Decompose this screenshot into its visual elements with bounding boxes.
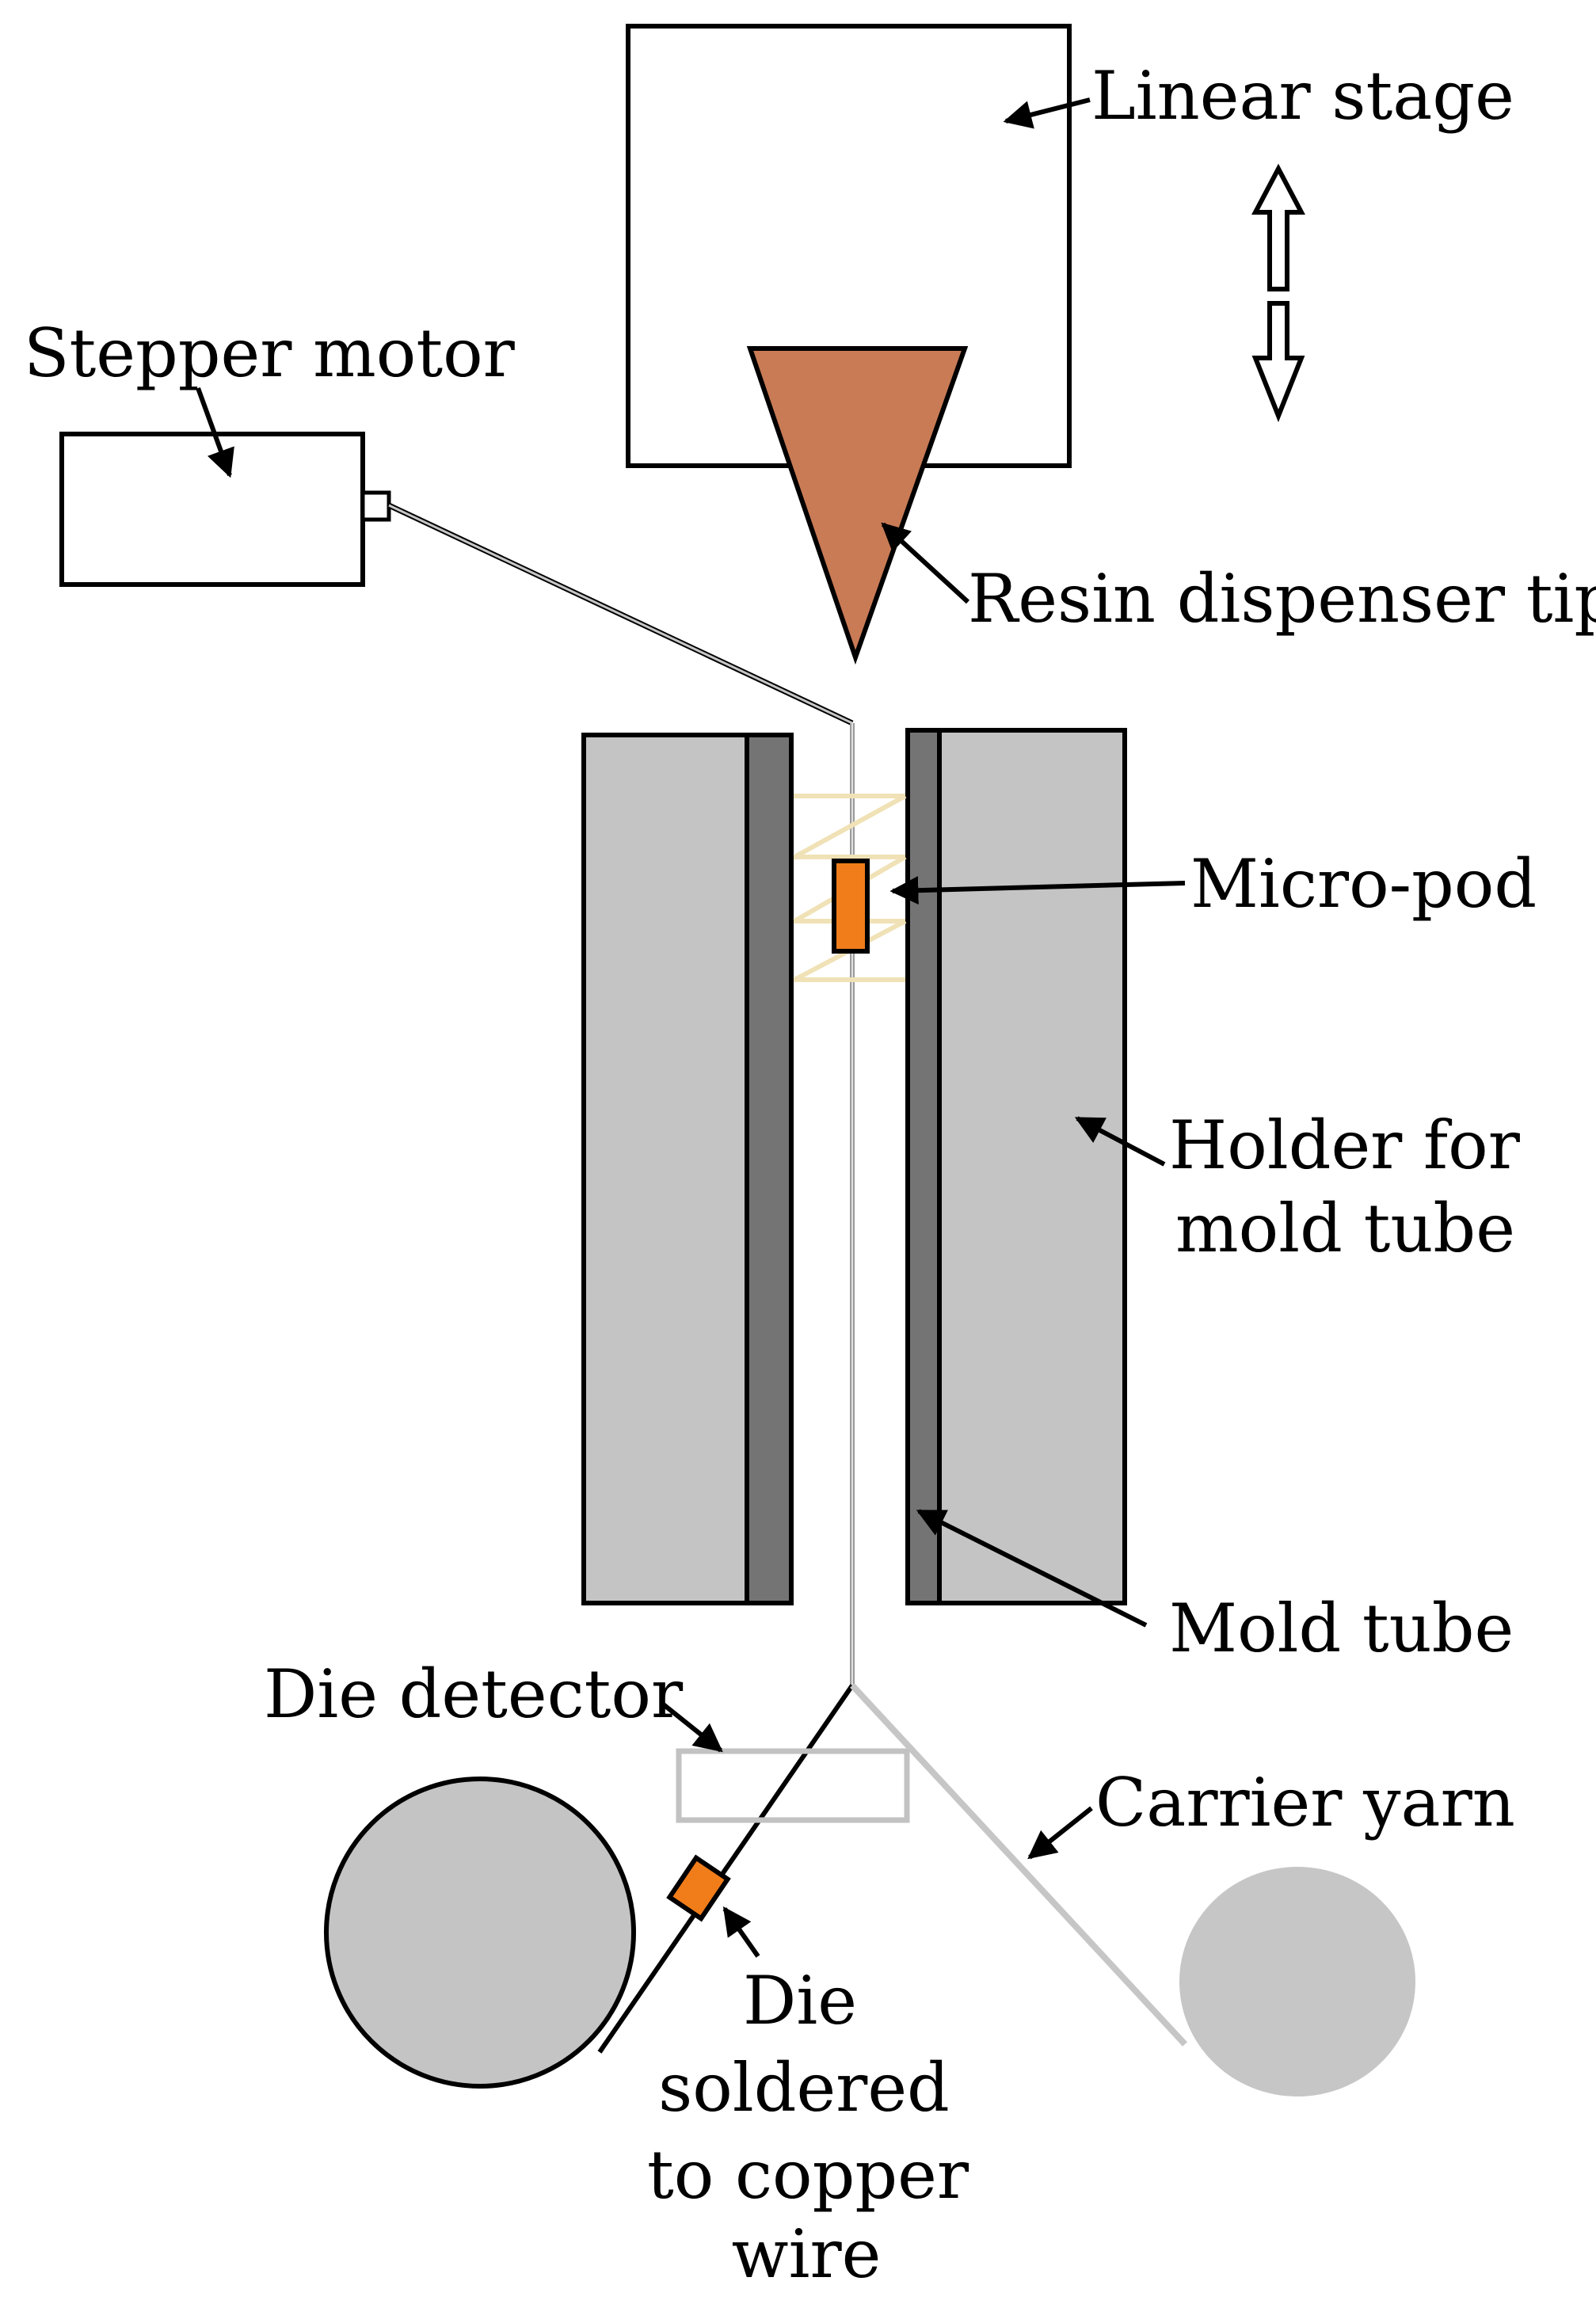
micro-pod-arrow xyxy=(889,876,1186,905)
holder-left xyxy=(581,733,749,1605)
holder-arrow xyxy=(1074,1116,1166,1167)
resin-dispenser-tip xyxy=(746,346,969,665)
label-holder-line1: Holder for xyxy=(1169,1106,1521,1184)
die-detector-arrow xyxy=(660,1700,723,1753)
copper-wire-spool xyxy=(324,1777,636,2089)
stepper-motor-shaft xyxy=(360,490,391,522)
label-stepper-motor: Stepper motor xyxy=(24,314,516,392)
stepper-motor-arrow xyxy=(196,387,234,478)
label-die-line2: soldered xyxy=(658,2049,950,2127)
die-arrow xyxy=(722,1906,760,1958)
label-mold-tube: Mold tube xyxy=(1169,1590,1514,1667)
label-resin-dispenser-tip: Resin dispenser tip xyxy=(968,560,1596,638)
carrier-yarn-spool xyxy=(1179,1867,1415,2096)
label-micro-pod: Micro-pod xyxy=(1190,845,1537,923)
callout-arrows xyxy=(196,97,1186,1958)
linear-stage-arrow xyxy=(1003,97,1091,129)
label-die-line1: Die xyxy=(743,1962,857,2039)
label-carrier-yarn: Carrier yarn xyxy=(1095,1764,1515,1841)
micro-pod xyxy=(832,859,870,954)
carrier-yarn-top-inner xyxy=(388,504,853,725)
label-holder-line2: mold tube xyxy=(1175,1190,1515,1267)
carrier-yarn-arrow xyxy=(1027,1806,1093,1860)
holder-right xyxy=(937,728,1127,1605)
mold-tube-arrow xyxy=(916,1509,1148,1628)
mold-tube-left xyxy=(745,733,794,1605)
copper-wire-lower xyxy=(597,1684,855,2054)
stepper-motor-box xyxy=(59,432,365,587)
mold-tube-right xyxy=(905,728,942,1605)
label-die-line4: wire xyxy=(732,2215,882,2293)
label-die-detector: Die detector xyxy=(264,1655,684,1733)
die-chip xyxy=(666,1854,731,1922)
up-down-double-arrow-icon xyxy=(1251,163,1305,423)
resin-tip-arrow xyxy=(881,522,970,604)
carrier-yarn-lower xyxy=(850,1683,1187,2047)
label-die-line3: to copper xyxy=(647,2136,969,2214)
label-linear-stage: Linear stage xyxy=(1091,57,1514,135)
die-detector-box xyxy=(676,1748,910,1823)
